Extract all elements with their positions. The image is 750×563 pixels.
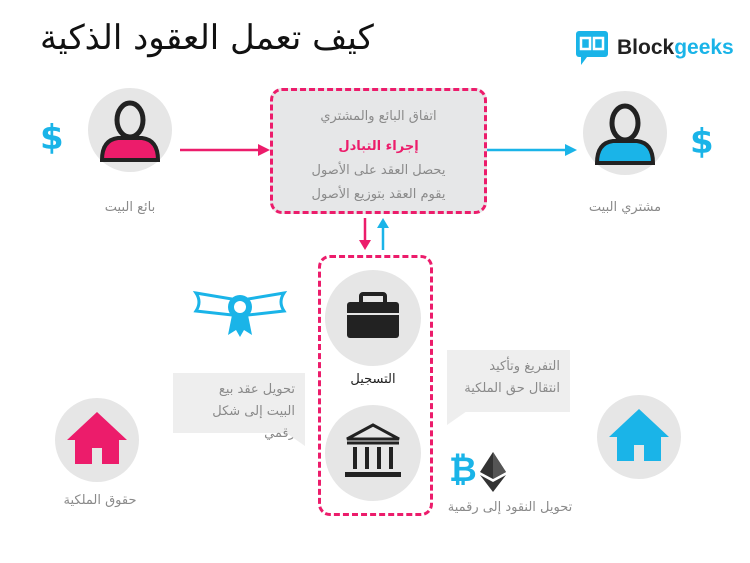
dollar-icon: $ bbox=[690, 122, 714, 162]
logo-icon bbox=[576, 31, 608, 65]
digitize-deed-bubble: تحويل عقد بيع البيت إلى شكل رقمي bbox=[173, 373, 305, 441]
contract-line-exchange: إجراء التبادل bbox=[338, 139, 419, 154]
new-property-circle bbox=[597, 395, 681, 479]
bubble-line: انتقال حق الملكية bbox=[464, 381, 560, 396]
arrows-vertical bbox=[359, 218, 389, 250]
contract-line-agreement: اتفاق البائع والمشتري bbox=[320, 109, 437, 124]
buyer-avatar bbox=[583, 91, 667, 175]
bubble-tail bbox=[285, 432, 305, 446]
bubble-line: تحويل عقد بيع bbox=[218, 382, 295, 397]
bitcoin-icon: ₿ bbox=[449, 450, 477, 490]
ethereum-icon bbox=[480, 452, 506, 492]
house-icon bbox=[609, 409, 669, 461]
confirm-transfer-bubble: التفريغ وتأكيد انتقال حق الملكية bbox=[447, 350, 570, 412]
logo-text-geeks: geeks bbox=[674, 36, 734, 59]
certificate-scroll-icon bbox=[192, 290, 288, 337]
arrow-right-blue bbox=[487, 144, 577, 156]
property-rights-label: حقوق الملكية bbox=[63, 493, 137, 508]
seller-avatar bbox=[88, 88, 172, 172]
contract-box: اتفاق البائع والمشتري إجراء التبادل يحصل… bbox=[270, 88, 487, 214]
contract-line-distribute: يقوم العقد بتوزيع الأصول bbox=[311, 187, 446, 202]
person-icon bbox=[99, 100, 161, 162]
person-icon bbox=[594, 103, 656, 165]
registration-label: التسجيل bbox=[350, 372, 396, 387]
contract-line-receive: يحصل العقد على الأصول bbox=[311, 163, 446, 178]
bubble-tail bbox=[447, 411, 467, 425]
logo-text-block: Block bbox=[617, 36, 675, 59]
dollar-icon: $ bbox=[40, 118, 64, 158]
briefcase-icon bbox=[347, 292, 399, 338]
bank-circle bbox=[325, 405, 421, 501]
buyer-label: مشتري البيت bbox=[588, 200, 662, 215]
house-icon bbox=[67, 412, 127, 464]
page-title: كيف تعمل العقود الذكية bbox=[40, 18, 374, 58]
property-circle bbox=[55, 398, 139, 482]
arrow-right-pink bbox=[180, 144, 270, 156]
bubble-line: التفريغ وتأكيد bbox=[489, 359, 560, 374]
briefcase-circle bbox=[325, 270, 421, 366]
registration-box bbox=[318, 255, 433, 516]
bank-icon bbox=[345, 423, 401, 477]
digital-money-label: تحويل النقود إلى رقمية bbox=[447, 500, 573, 515]
seller-label: بائع البيت bbox=[104, 200, 156, 215]
bubble-line: البيت إلى شكل رقمي bbox=[212, 404, 295, 441]
